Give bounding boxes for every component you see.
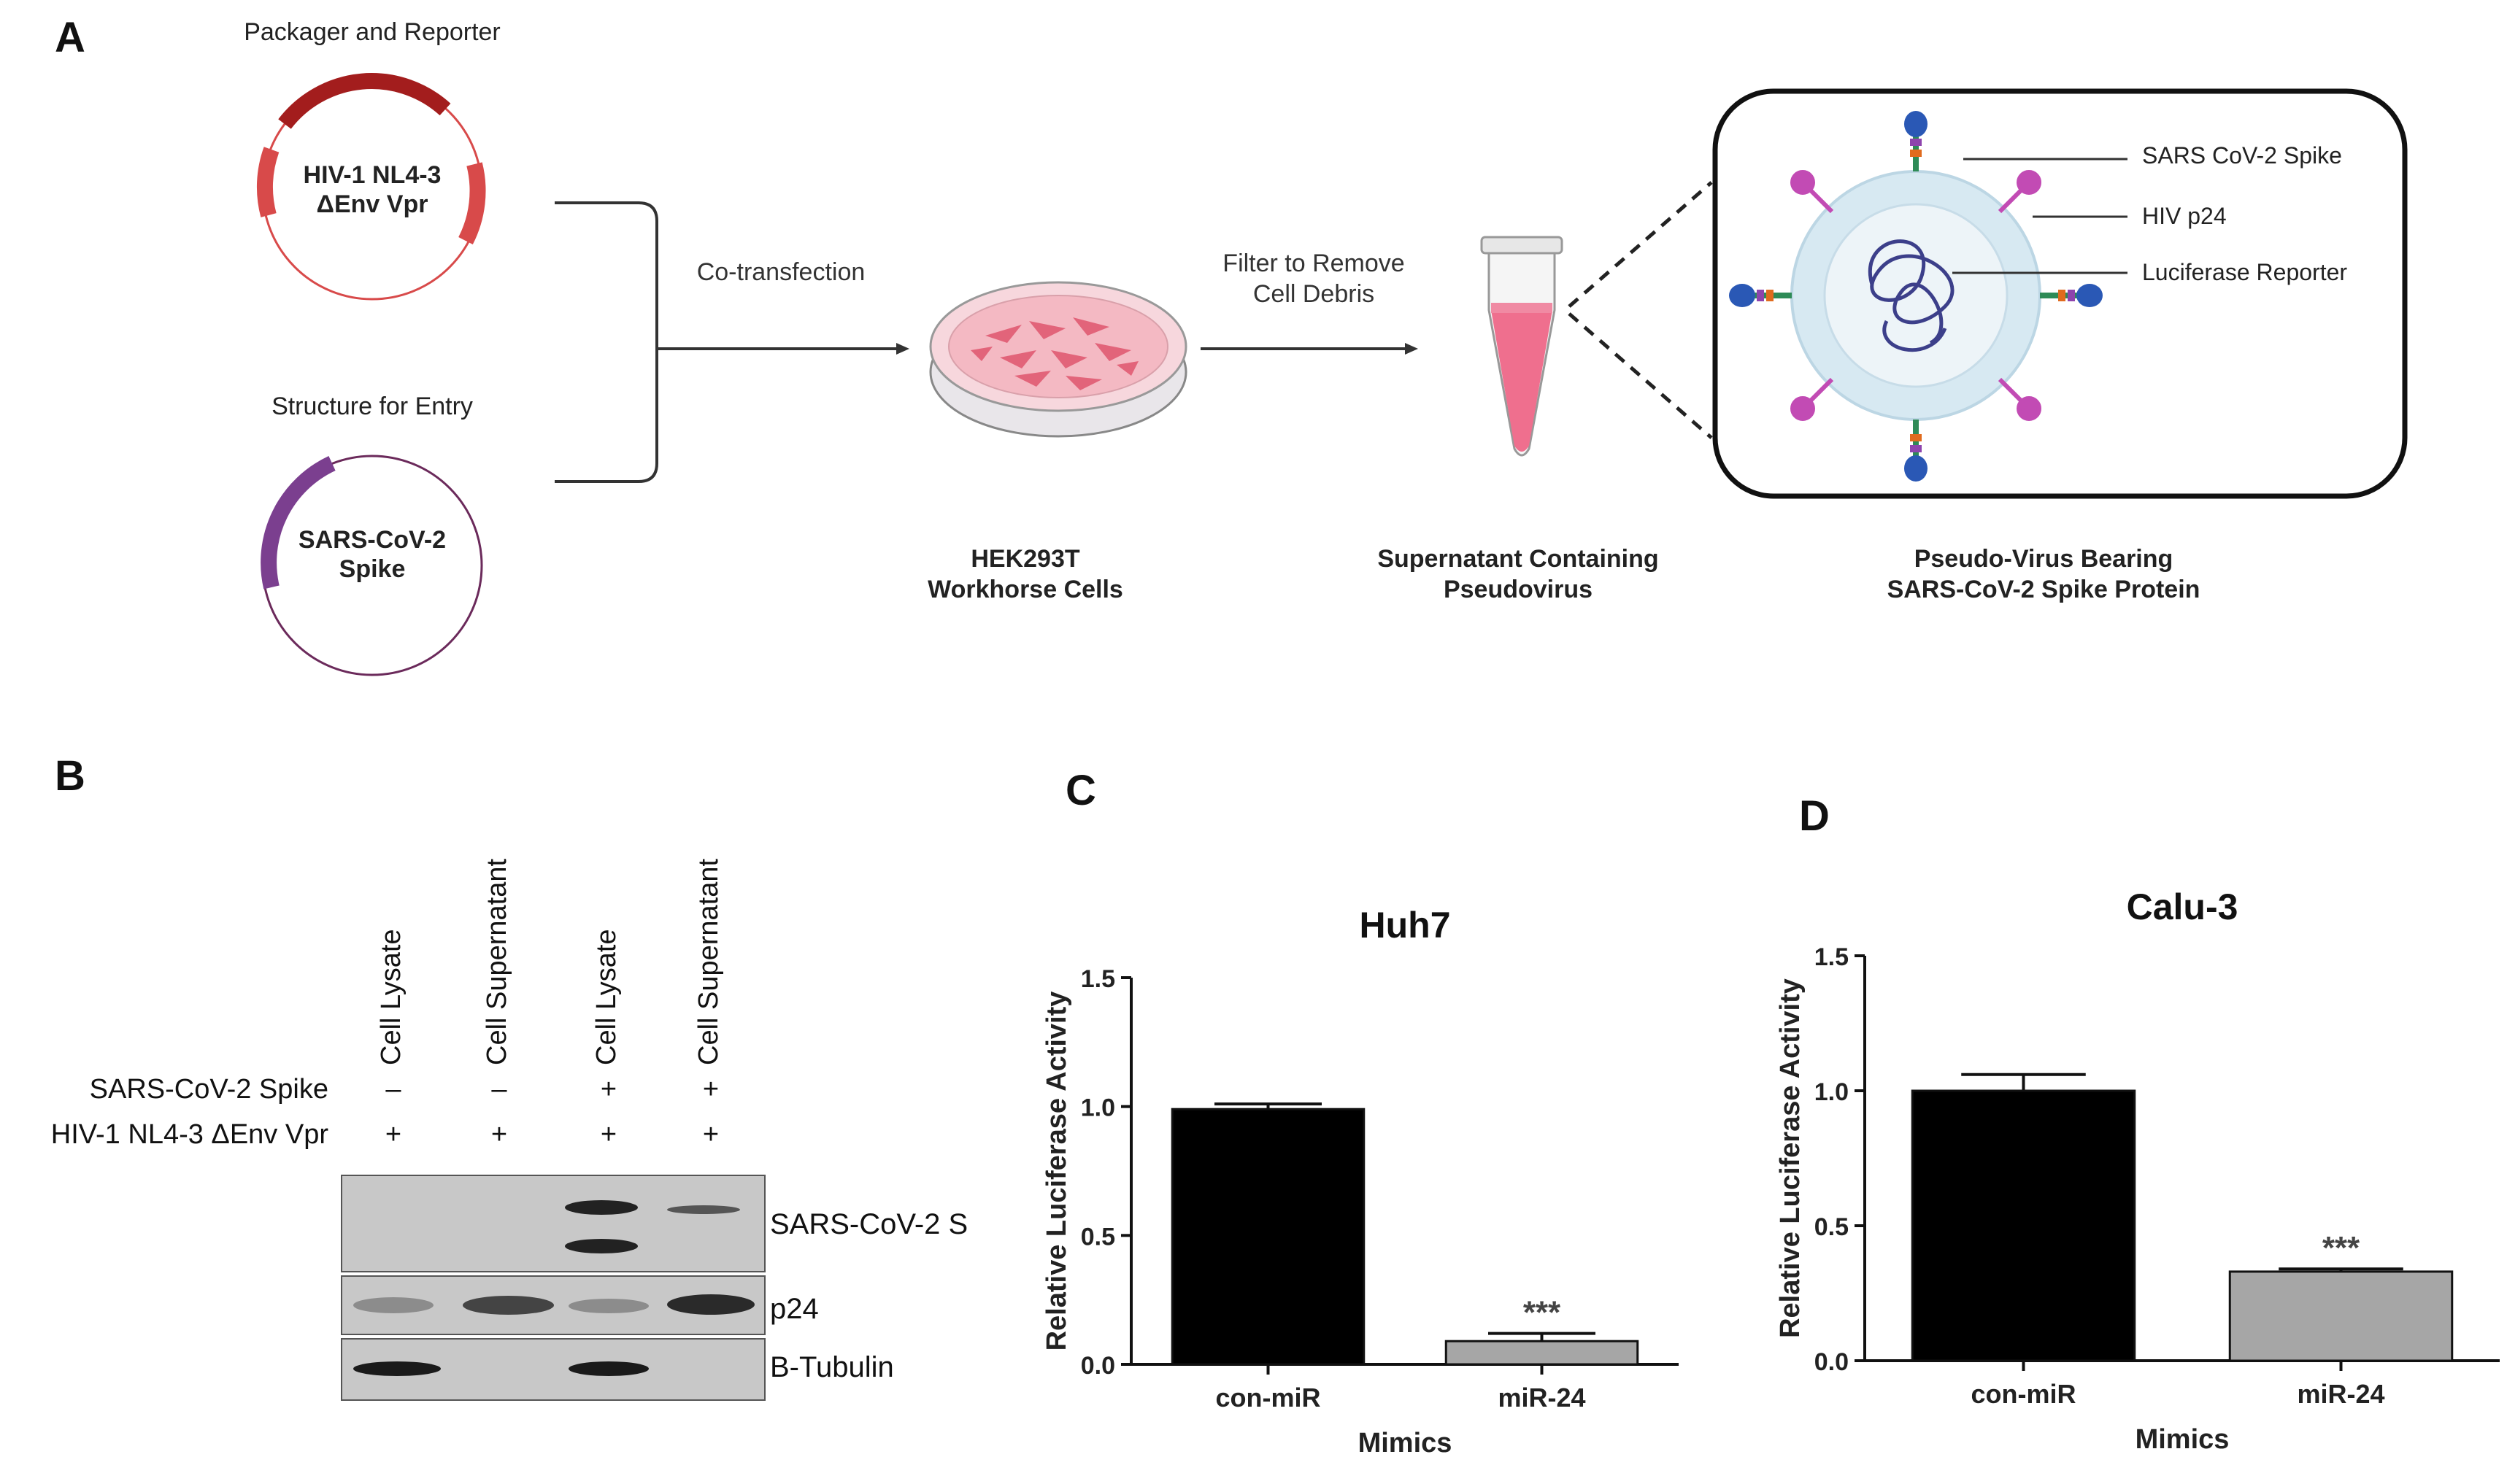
panel-letter-c: C	[1066, 767, 1096, 814]
dish-caption-line1: HEK293T	[971, 545, 1080, 573]
virus-caption-line1: Pseudo-Virus Bearing	[1914, 545, 2173, 573]
y-axis-label: Relative Luciferase Activity	[1041, 992, 1072, 1351]
wb-sign: –	[491, 1074, 507, 1105]
panel-letter-b: B	[55, 752, 85, 800]
significance-label: ***	[2322, 1230, 2360, 1266]
wb-sign: +	[385, 1119, 402, 1150]
step-filter-line2: Cell Debris	[1252, 280, 1375, 308]
virus-caption: Pseudo-Virus Bearing SARS-CoV-2 Spike Pr…	[1861, 544, 2226, 605]
blot-label-tubulin: B-Tubulin	[770, 1351, 894, 1383]
y-tick-label: 0.5	[1814, 1213, 1849, 1241]
panel-letter-d: D	[1799, 792, 1830, 840]
x-axis-label: Mimics	[2136, 1424, 2230, 1455]
y-tick-label: 0.5	[1081, 1223, 1115, 1251]
wb-sign: –	[385, 1074, 401, 1105]
dish-caption: HEK293T Workhorse Cells	[905, 544, 1146, 605]
band	[565, 1239, 638, 1253]
band	[565, 1200, 638, 1215]
step-filter-line1: Filter to Remove	[1222, 250, 1405, 277]
plasmid2-label-line1: SARS-CoV-2	[298, 526, 447, 554]
y-tick-label: 0.0	[1814, 1348, 1849, 1376]
callout-p24: HIV p24	[2142, 203, 2227, 229]
blot-spike	[341, 1175, 766, 1272]
band	[463, 1296, 554, 1315]
wb-sign: +	[600, 1119, 617, 1150]
step-cotransfection: Co-transfection	[696, 258, 866, 286]
wb-col-4: Cell Supernatant	[693, 858, 724, 1065]
band	[353, 1297, 434, 1313]
tube-caption-line1: Supernatant Containing	[1377, 545, 1659, 573]
panel-letter-a: A	[55, 14, 85, 61]
plasmid1-circle	[256, 73, 486, 301]
x-tick-label: con-miR	[1971, 1379, 2076, 1409]
significance-label: ***	[1523, 1295, 1561, 1331]
blot-p24	[341, 1275, 766, 1335]
plasmid1-label-line2: ΔEnv Vpr	[316, 190, 428, 218]
step-filter: Filter to Remove Cell Debris	[1197, 248, 1430, 309]
chart-title: Huh7	[1360, 905, 1451, 946]
virus-caption-line2: SARS-CoV-2 Spike Protein	[1887, 576, 2200, 603]
bar	[1444, 1340, 1639, 1366]
petri-dish-icon	[929, 281, 1187, 438]
x-tick-label: miR-24	[2297, 1379, 2384, 1409]
blot-tubulin	[341, 1338, 766, 1401]
band	[667, 1294, 755, 1315]
x-axis-label: Mimics	[1358, 1428, 1452, 1458]
y-tick-label: 1.0	[1814, 1078, 1849, 1106]
plasmid2-circle	[261, 455, 483, 676]
bar	[2228, 1270, 2454, 1362]
plasmid2-label-line2: Spike	[339, 555, 406, 583]
wb-col-2: Cell Supernatant	[482, 858, 512, 1065]
y-tick-label: 0.0	[1081, 1352, 1115, 1380]
wb-col-1: Cell Lysate	[376, 929, 407, 1065]
chart-title: Calu-3	[2127, 886, 2238, 927]
y-axis-label: Relative Luciferase Activity	[1775, 978, 1806, 1338]
x-tick-label: miR-24	[1498, 1383, 1585, 1412]
wb-sign: +	[702, 1119, 720, 1150]
dish-caption-line2: Workhorse Cells	[928, 576, 1123, 603]
wb-row-spike: SARS-CoV-2 Spike	[89, 1074, 328, 1105]
callout-luciferase: Luciferase Reporter	[2142, 259, 2348, 285]
x-tick-label: con-miR	[1216, 1383, 1321, 1412]
tube-caption-line2: Pseudovirus	[1443, 576, 1593, 603]
tube-caption: Supernatant Containing Pseudovirus	[1350, 544, 1686, 605]
wb-sign: +	[490, 1119, 508, 1150]
band	[353, 1361, 441, 1376]
band	[569, 1361, 649, 1376]
pseudovirus-diagram	[1712, 88, 2408, 499]
bar	[1171, 1108, 1366, 1366]
blot-label-spike: SARS-CoV-2 S	[770, 1208, 968, 1240]
plasmid1-title: Packager and Reporter	[244, 18, 501, 46]
workflow-arrows	[555, 181, 1713, 483]
y-tick-label: 1.5	[1081, 965, 1115, 993]
callout-spike: SARS CoV-2 Spike	[2142, 142, 2342, 169]
bar	[1911, 1089, 2136, 1362]
plasmid2-title: Structure for Entry	[272, 393, 473, 420]
band	[667, 1205, 740, 1214]
wb-sign: +	[600, 1074, 617, 1105]
wb-row-hiv: HIV-1 NL4-3 ΔEnv Vpr	[50, 1119, 328, 1150]
wb-col-3: Cell Lysate	[591, 929, 622, 1065]
y-tick-label: 1.0	[1081, 1094, 1115, 1122]
y-tick-label: 1.5	[1814, 943, 1849, 971]
wb-sign: +	[702, 1074, 720, 1105]
blot-label-p24: p24	[770, 1293, 819, 1325]
tube-icon	[1480, 236, 1563, 457]
plasmid1-label-line1: HIV-1 NL4-3	[303, 161, 442, 189]
plasmid2-label: SARS-CoV-2 Spike	[281, 525, 463, 584]
band	[569, 1299, 649, 1313]
plasmid1-label: HIV-1 NL4-3 ΔEnv Vpr	[277, 161, 467, 219]
